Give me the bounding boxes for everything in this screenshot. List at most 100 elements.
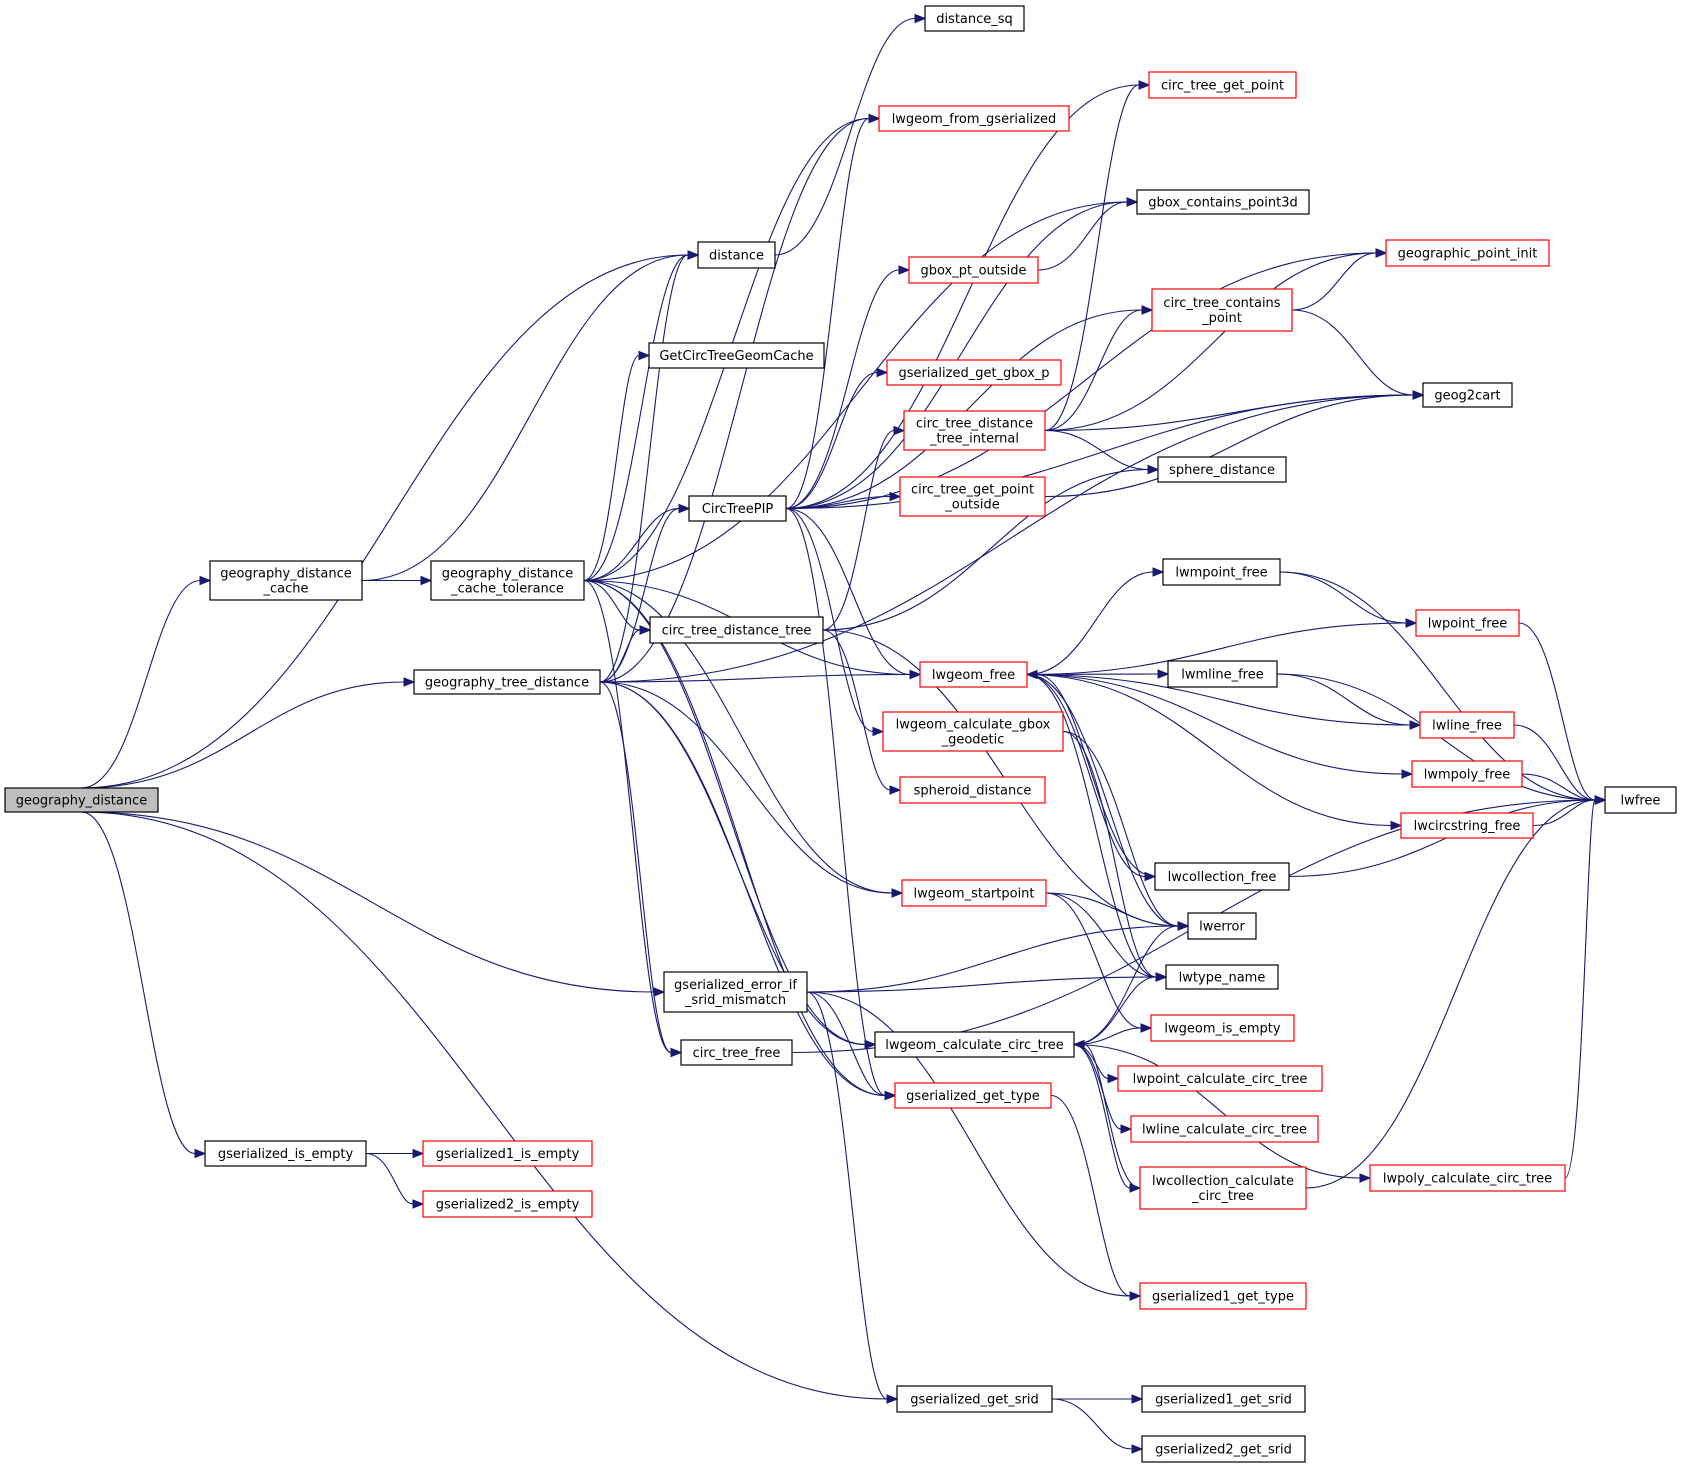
node-gserialized-get-gbox-p[interactable]: gserialized_get_gbox_p [886,359,1062,386]
node-lwline-calculate-circ-tree[interactable]: lwline_calculate_circ_tree [1130,1115,1319,1143]
node-lwgeom-startpoint[interactable]: lwgeom_startpoint [901,879,1047,907]
node-box[interactable] [1162,558,1281,586]
node-box[interactable] [899,776,1046,804]
node-box[interactable] [874,1031,1075,1058]
node-box[interactable] [1167,660,1278,688]
node-box[interactable] [422,1190,593,1218]
node-circ-tree-free[interactable]: circ_tree_free [680,1039,793,1066]
node-box[interactable] [422,1140,593,1167]
node-box[interactable] [896,1385,1053,1413]
node-box[interactable] [413,669,601,695]
node-lwmline-free[interactable]: lwmline_free [1167,660,1278,688]
node-box[interactable] [1148,71,1297,99]
node-geography-tree-distance[interactable]: geography_tree_distance [413,669,601,695]
node-box[interactable] [1385,239,1550,267]
node-lwtype-name[interactable]: lwtype_name [1165,964,1279,990]
node-box[interactable] [1139,1282,1307,1310]
node-box[interactable] [878,105,1070,132]
node-lwgeom-calculate-circ-tree[interactable]: lwgeom_calculate_circ_tree [874,1031,1075,1058]
node-box[interactable] [1400,812,1534,839]
node-box[interactable] [663,971,808,1013]
node-lwmpoly-free[interactable]: lwmpoly_free [1411,760,1523,788]
node-lwpoint-calculate-circ-tree[interactable]: lwpoint_calculate_circ_tree [1117,1065,1323,1092]
node-box[interactable] [901,879,1047,907]
node-gserialized1-is-empty[interactable]: gserialized1_is_empty [422,1140,593,1167]
node-box[interactable] [1604,786,1677,814]
node-gserialized-error-if-srid-mismatch[interactable]: gserialized_error_if_srid_mismatch [663,971,808,1013]
node-box[interactable] [680,1039,793,1066]
node-sphere-distance[interactable]: sphere_distance [1157,456,1287,483]
node-gserialized1-get-type[interactable]: gserialized1_get_type [1139,1282,1307,1310]
node-distance[interactable]: distance [697,241,776,269]
node-geog2cart[interactable]: geog2cart [1422,382,1513,408]
node-box[interactable] [430,560,585,601]
node-box[interactable] [908,256,1039,284]
node-spheroid-distance[interactable]: spheroid_distance [899,776,1046,804]
node-gbox-contains-point3d[interactable]: gbox_contains_point3d [1136,189,1310,215]
node-distance-sq[interactable]: distance_sq [924,5,1025,32]
node-circ-tree-pip[interactable]: CircTreePIP [688,495,787,522]
node-box[interactable] [882,711,1064,752]
node-lwgeom-from-gserialized[interactable]: lwgeom_from_gserialized [878,105,1070,132]
node-circ-tree-distance-tree-internal[interactable]: circ_tree_distance_tree_internal [903,410,1046,451]
node-box[interactable] [886,359,1062,386]
node-lwgeom-free[interactable]: lwgeom_free [919,661,1028,688]
node-lwfree[interactable]: lwfree [1604,786,1677,814]
node-box[interactable] [924,5,1025,32]
node-get-circ-tree-geom-cache[interactable]: GetCircTreeGeomCache [648,342,825,369]
node-gserialized-is-empty[interactable]: gserialized_is_empty [204,1140,367,1167]
node-gserialized2-is-empty[interactable]: gserialized2_is_empty [422,1190,593,1218]
node-box[interactable] [1151,288,1293,332]
node-lwerror[interactable]: lwerror [1187,912,1257,940]
node-lwgeom-calculate-gbox-geodetic[interactable]: lwgeom_calculate_gbox_geodetic [882,711,1064,752]
node-box[interactable] [204,1140,367,1167]
node-box[interactable] [1141,1385,1306,1413]
node-box[interactable] [1165,964,1279,990]
node-box[interactable] [1422,382,1513,408]
node-box[interactable] [1136,189,1310,215]
node-lwmpoint-free[interactable]: lwmpoint_free [1162,558,1281,586]
node-box[interactable] [919,661,1028,688]
node-box[interactable] [1411,760,1523,788]
node-box[interactable] [1141,1435,1306,1463]
node-box[interactable] [1139,1166,1307,1210]
node-lwgeom-is-empty[interactable]: lwgeom_is_empty [1150,1014,1295,1042]
node-box[interactable] [649,616,824,644]
node-gserialized1-get-srid[interactable]: gserialized1_get_srid [1141,1385,1306,1413]
node-lwcircstring-free[interactable]: lwcircstring_free [1400,812,1534,839]
node-box[interactable] [4,787,159,813]
node-box[interactable] [1157,456,1287,483]
node-box[interactable] [688,495,787,522]
node-geography-distance-cache-tolerance[interactable]: geography_distance_cache_tolerance [430,560,585,601]
node-lwline-free[interactable]: lwline_free [1419,711,1515,739]
node-box[interactable] [1415,609,1520,637]
node-box[interactable] [899,476,1046,517]
node-box[interactable] [648,342,825,369]
node-box[interactable] [894,1082,1052,1109]
node-gserialized-get-srid[interactable]: gserialized_get_srid [896,1385,1053,1413]
node-lwcollection-free[interactable]: lwcollection_free [1154,862,1290,891]
node-gserialized2-get-srid[interactable]: gserialized2_get_srid [1141,1435,1306,1463]
node-box[interactable] [1369,1164,1566,1192]
node-box[interactable] [209,560,363,601]
node-lwpoly-calculate-circ-tree[interactable]: lwpoly_calculate_circ_tree [1369,1164,1566,1192]
node-box[interactable] [1150,1014,1295,1042]
node-gbox-pt-outside[interactable]: gbox_pt_outside [908,256,1039,284]
node-geographic-point-init[interactable]: geographic_point_init [1385,239,1550,267]
node-geography-distance[interactable]: geography_distance [4,787,159,813]
node-lwpoint-free[interactable]: lwpoint_free [1415,609,1520,637]
node-box[interactable] [1419,711,1515,739]
node-gserialized-get-type[interactable]: gserialized_get_type [894,1082,1052,1109]
node-box[interactable] [1154,862,1290,891]
node-geography-distance-cache[interactable]: geography_distance_cache [209,560,363,601]
node-circ-tree-distance-tree[interactable]: circ_tree_distance_tree [649,616,824,644]
node-circ-tree-get-point[interactable]: circ_tree_get_point [1148,71,1297,99]
node-circ-tree-contains-point[interactable]: circ_tree_contains_point [1151,288,1293,332]
node-box[interactable] [903,410,1046,451]
node-box[interactable] [1130,1115,1319,1143]
node-box[interactable] [697,241,776,269]
node-box[interactable] [1187,912,1257,940]
node-box[interactable] [1117,1065,1323,1092]
node-lwcollection-calculate-circ-tree[interactable]: lwcollection_calculate_circ_tree [1139,1166,1307,1210]
node-circ-tree-get-point-outside[interactable]: circ_tree_get_point_outside [899,476,1046,517]
